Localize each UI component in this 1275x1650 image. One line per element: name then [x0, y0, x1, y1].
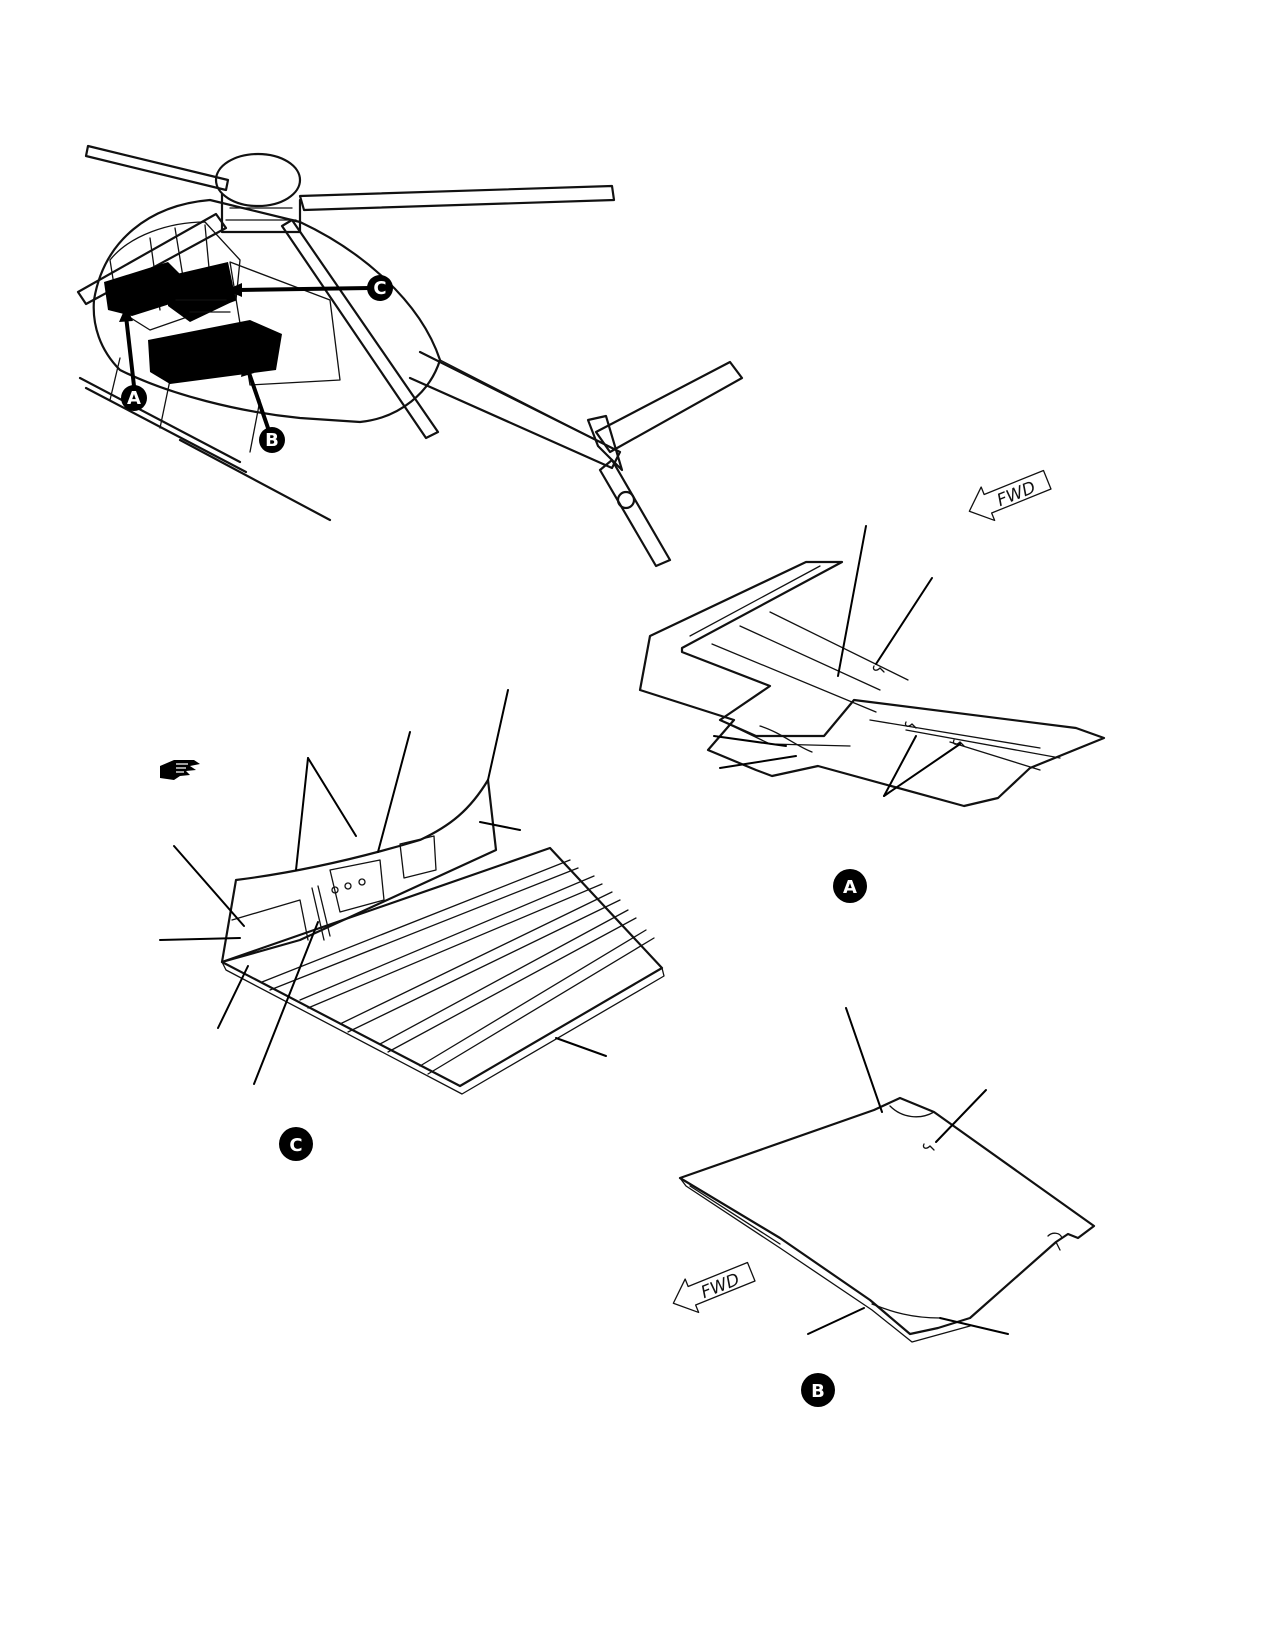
callout-c-letter: C	[373, 278, 386, 299]
callout-c-leader	[236, 286, 372, 292]
fwd-indicator-detail-b: FWD	[672, 1261, 756, 1314]
detail-c-leader-9	[253, 921, 319, 1085]
detail-a-leader-3	[713, 735, 787, 747]
floor-area-b-highlight	[148, 320, 282, 384]
detail-a-panel: A	[638, 525, 1106, 903]
detail-c-leader-3	[377, 731, 411, 853]
detail-b-badge	[801, 1373, 835, 1407]
detail-c-leader-8	[217, 965, 249, 1029]
callout-b-badge	[259, 427, 285, 453]
detail-c-bulkhead	[220, 778, 498, 964]
detail-b-floor-panel	[678, 1096, 1096, 1336]
detail-b-leader-3	[807, 1307, 865, 1335]
detail-c-leader-6	[173, 845, 245, 927]
tail-boom	[408, 350, 622, 470]
tail-rotor-blade-upper	[594, 360, 744, 454]
detail-c-floor-plate	[220, 846, 664, 1088]
fwd-label-detail-b: FWD	[698, 1270, 742, 1303]
pointing-hand-icon	[160, 760, 200, 780]
detail-a-badge	[833, 869, 867, 903]
callout-b-leader	[246, 368, 270, 430]
detail-c-leader-1	[487, 689, 509, 781]
callout-c-arrowhead	[226, 283, 242, 297]
fwd-indicator-detail-a: FWD	[968, 469, 1052, 522]
detail-c-badge	[279, 1127, 313, 1161]
detail-a-leader-1	[837, 525, 867, 677]
floor-area-c-highlight	[168, 262, 236, 322]
rotor-hub-dome	[214, 152, 302, 208]
detail-a-label: A	[843, 877, 857, 898]
fwd-arrow-icon	[672, 1261, 756, 1314]
rotor-blade-right	[298, 184, 616, 212]
fuselage-cabin	[92, 198, 442, 424]
callout-b-letter: B	[265, 430, 279, 451]
callout-a-leader	[124, 314, 136, 388]
detail-a-leader-6	[883, 743, 961, 797]
detail-c-label: C	[289, 1135, 302, 1156]
callout-c-badge	[367, 275, 393, 301]
fwd-label-detail-a: FWD	[994, 478, 1038, 511]
detail-a-leader-4	[719, 755, 797, 769]
rotor-blade-left	[84, 144, 230, 192]
callout-b-arrowhead	[241, 360, 254, 377]
rotor-blade-rear	[280, 218, 440, 440]
tail-fin	[586, 414, 624, 472]
landing-skid-right	[178, 438, 332, 522]
tail-rotor-blade-lower	[598, 458, 672, 568]
detail-c-leader-5	[307, 757, 357, 837]
detail-a-fastener-3	[952, 739, 965, 747]
detail-b-leader-4	[939, 1317, 1009, 1335]
fwd-arrow-icon	[968, 469, 1052, 522]
callout-a-arrowhead	[119, 306, 133, 322]
detail-b-fastener	[922, 1143, 935, 1151]
detail-a-fastener-1	[872, 665, 885, 673]
detail-c-leader-7	[159, 937, 241, 941]
detail-c-panel: C	[159, 689, 665, 1161]
detail-c-leader-4	[295, 757, 309, 871]
detail-b-leader-1	[845, 1007, 883, 1113]
overview-callouts: A B C	[119, 275, 393, 453]
floor-area-a-highlight	[104, 262, 186, 316]
detail-a-leader-5	[883, 735, 917, 797]
helicopter-overview	[76, 144, 744, 568]
detail-c-leader-10	[555, 1037, 607, 1057]
callout-a-letter: A	[127, 388, 141, 409]
rotor-mast	[220, 192, 302, 234]
detail-a-floor-outline	[638, 560, 1106, 808]
detail-b-leader-2	[935, 1089, 987, 1143]
detail-a-leader-2	[875, 577, 933, 665]
detail-c-leader-2	[479, 821, 521, 831]
landing-skid-left	[78, 376, 248, 474]
callout-a-badge	[121, 385, 147, 411]
detail-b-panel: B	[678, 1007, 1096, 1407]
detail-a-fastener-2	[904, 721, 917, 729]
detail-b-label: B	[811, 1381, 825, 1402]
